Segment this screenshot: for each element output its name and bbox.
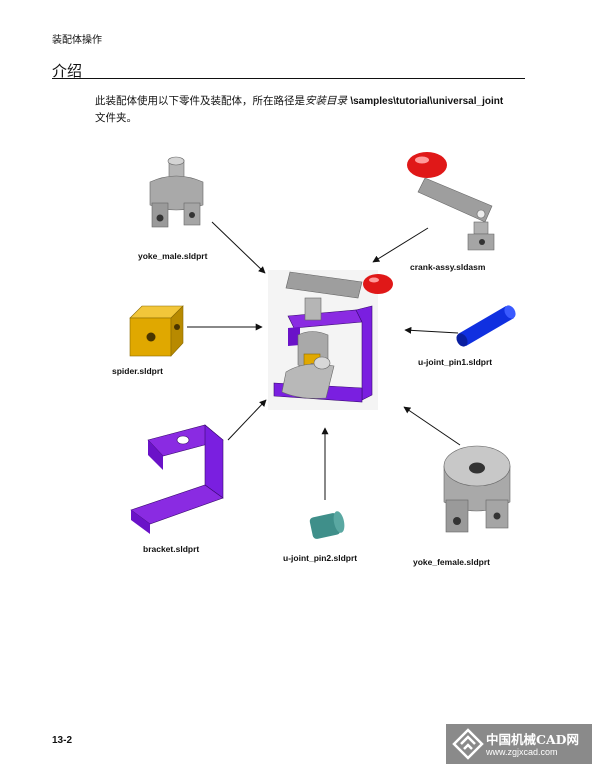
watermark-url: www.zgjxcad.com — [486, 747, 558, 757]
label-u-joint-pin2: u-joint_pin2.sldprt — [283, 553, 358, 563]
install-dir-text: 安装目录 — [305, 95, 347, 107]
arrow-pin1 — [404, 326, 459, 334]
logo-mark-icon — [452, 728, 484, 760]
arrows — [187, 221, 461, 500]
yoke-female-image — [443, 445, 511, 533]
watermark-name: 中国机械CAD网 — [486, 732, 579, 747]
arrow-bracket — [227, 399, 267, 441]
spider-image — [129, 305, 184, 357]
sample-path: \samples\tutorial\universal_joint — [350, 96, 504, 107]
page-number: 13-2 — [52, 735, 73, 746]
u-joint-pin2-image — [309, 511, 345, 539]
label-u-joint-pin1: u-joint_pin1.sldprt — [418, 357, 493, 367]
intro-paragraph: 此装配体使用以下零件及装配体，所在路径是安装目录 \samples\tutori… — [95, 93, 530, 126]
crank-assy-image — [407, 152, 495, 251]
page-title: 介绍 — [52, 62, 83, 80]
u-joint-pin1-image — [456, 305, 516, 347]
section-header: 装配体操作 — [52, 35, 102, 46]
intro-text-after: 文件夹。 — [95, 112, 137, 124]
title-divider — [52, 78, 525, 79]
watermark-logo: 中国机械CAD网 www.zgjxcad.com — [446, 724, 592, 764]
label-spider: spider.sldprt — [112, 366, 164, 376]
label-yoke-female: yoke_female.sldprt — [413, 557, 491, 567]
arrow-crank — [372, 227, 429, 263]
label-crank-assy: crank-assy.sldasm — [410, 262, 486, 272]
arrow-yoke-female — [403, 406, 461, 446]
bracket-image — [130, 424, 224, 534]
assembly-image — [268, 270, 393, 410]
label-bracket: bracket.sldprt — [143, 544, 200, 554]
intro-text-before: 此装配体使用以下零件及装配体，所在路径是 — [95, 95, 305, 107]
yoke-male-image — [149, 156, 204, 228]
label-yoke-male: yoke_male.sldprt — [138, 251, 208, 261]
arrow-yoke-male — [211, 221, 266, 274]
